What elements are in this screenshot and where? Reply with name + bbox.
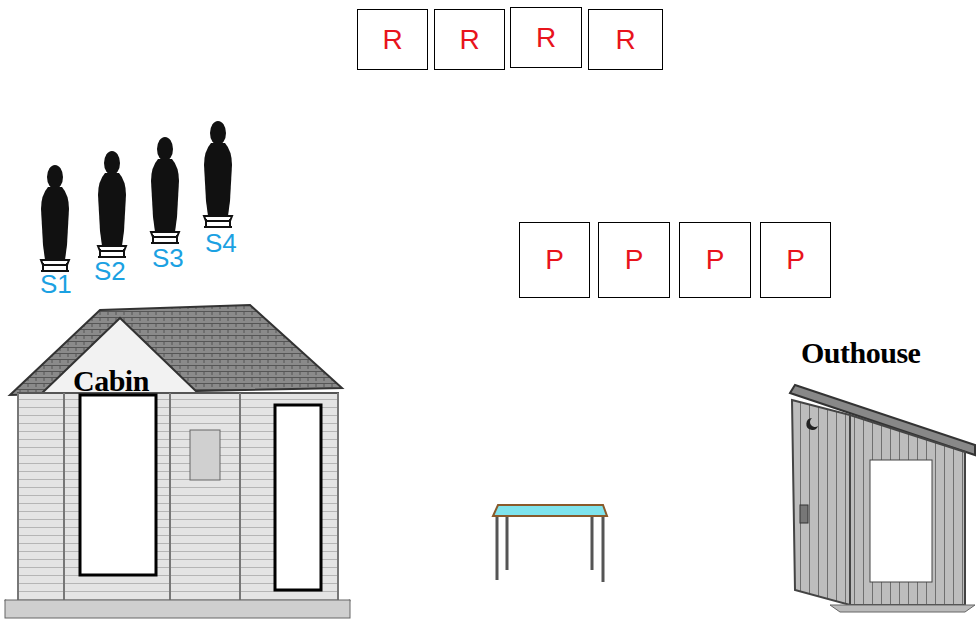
letter-box: P [519,222,590,298]
person-label: S1 [40,271,72,297]
person-label: S4 [205,230,237,256]
box-letter: R [615,26,635,54]
box-letter: P [545,246,564,274]
box-letter: R [536,24,556,52]
letter-box: R [588,9,663,70]
person-label: S2 [94,258,126,284]
box-letter: R [382,26,402,54]
cabin-drawing [5,305,350,618]
letter-box: P [598,222,670,298]
box-letter: P [786,246,805,274]
outhouse-drawing [790,385,975,612]
letter-box: R [434,9,505,70]
letter-box: P [679,222,751,298]
letter-box: R [357,9,428,70]
box-letter: P [625,246,644,274]
person-silhouettes [41,121,232,271]
building-label: Outhouse [801,338,920,368]
box-letter: P [706,246,725,274]
building-label: Cabin [73,366,149,396]
letter-box: P [760,222,831,298]
box-letter: R [459,26,479,54]
letter-box: R [510,7,582,68]
table-drawing [493,505,607,582]
person-label: S3 [152,245,184,271]
